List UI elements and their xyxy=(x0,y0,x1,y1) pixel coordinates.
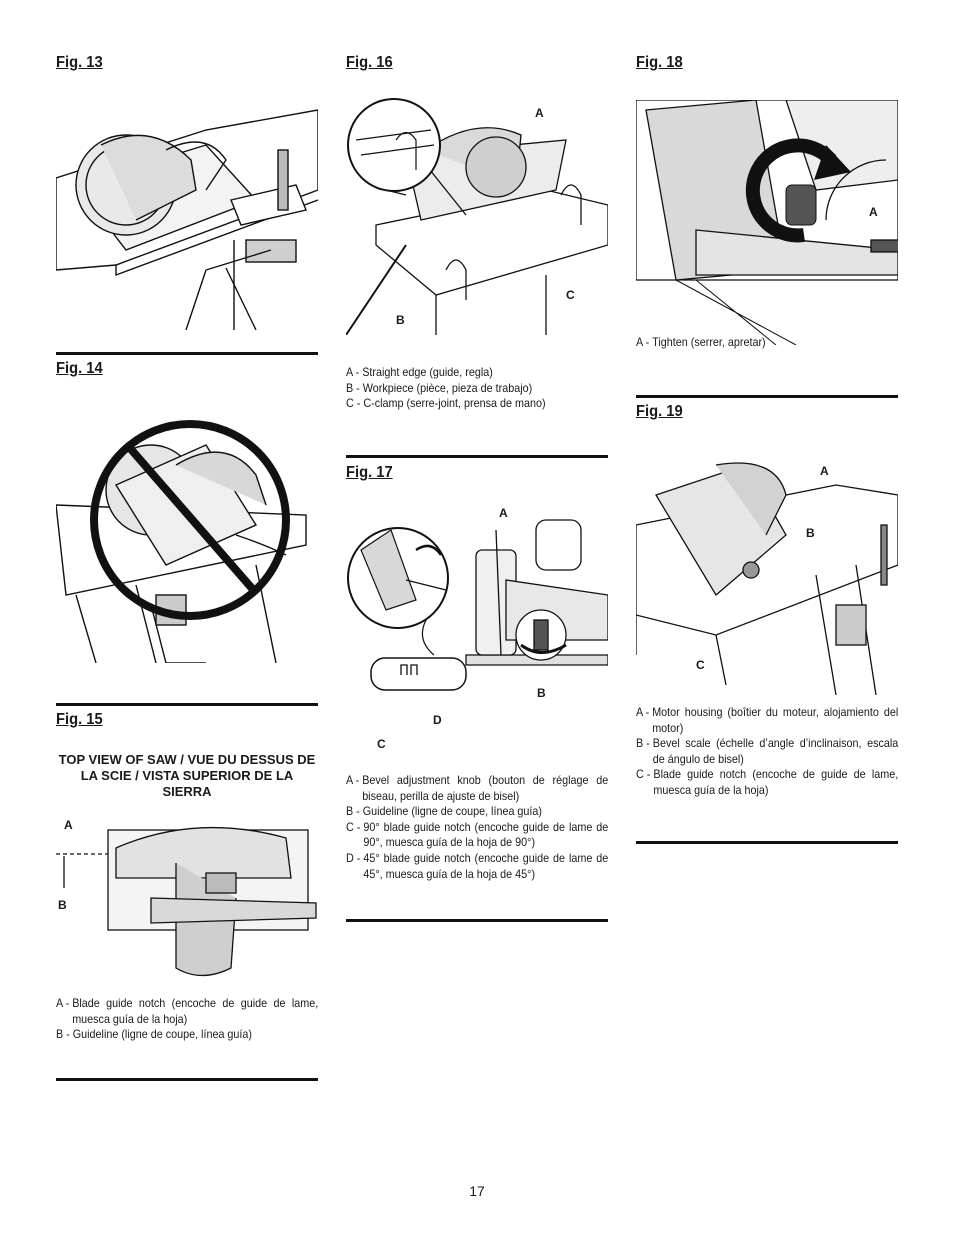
fig17-title: Fig. 17 xyxy=(346,464,393,481)
legend-key: C - xyxy=(346,820,364,834)
fig17-callout-a: A xyxy=(499,506,508,520)
legend-key: C - xyxy=(636,768,654,782)
legend-text: Blade guide notch (encoche de guide de l… xyxy=(653,768,899,797)
fig16-legend: A - Straight edge (guide, regla) B - Wor… xyxy=(346,365,608,412)
page-number: 17 xyxy=(469,1183,485,1199)
fig17-callout-b: B xyxy=(537,686,546,700)
legend-text: Guideline (ligne de coupe, línea guía) xyxy=(72,1028,253,1042)
legend-item: A - Bevel adjustment knob (bouton de rég… xyxy=(346,773,608,804)
legend-key: A - xyxy=(346,774,363,787)
legend-text: Tighten (serrer, apretar) xyxy=(652,336,766,349)
straight-edge-clamp-drawing xyxy=(346,98,608,335)
bevel-knob-guideline-drawing xyxy=(347,519,608,691)
legend-key: C - xyxy=(346,397,364,411)
legend-text: Blade guide notch (encoche de guide de l… xyxy=(72,997,319,1026)
fig17-legend: A - Bevel adjustment knob (bouton de rég… xyxy=(346,773,608,882)
fig18-callout-a: A xyxy=(869,205,878,219)
legend-key: A - xyxy=(346,366,363,379)
fig16-callout-a: A xyxy=(535,106,544,120)
legend-key: B - xyxy=(636,737,653,751)
legend-item: B - Workpiece (pièce, pieza de trabajo) xyxy=(346,381,608,397)
saw-blade-notch-drawing xyxy=(636,462,898,695)
legend-item: A - Motor housing (boîtier du moteur, al… xyxy=(636,705,898,736)
legend-item: A - Blade guide notch (encoche de guide … xyxy=(56,996,318,1027)
section-divider xyxy=(346,919,608,922)
legend-key: A - xyxy=(636,336,653,349)
fig19-illustration xyxy=(636,455,898,695)
legend-key: A - xyxy=(56,997,73,1010)
fig16-illustration xyxy=(346,95,608,335)
fig15-legend: A - Blade guide notch (encoche de guide … xyxy=(56,996,318,1043)
bevel-tighten-drawing xyxy=(636,100,898,345)
fig18-title: Fig. 18 xyxy=(636,54,683,71)
legend-key: B - xyxy=(56,1028,73,1042)
fig14-illustration xyxy=(56,395,318,663)
legend-text: C-clamp (serre-joint, prensa de mano) xyxy=(363,397,546,411)
legend-item: B - Guideline (ligne de coupe, línea guí… xyxy=(56,1027,318,1043)
legend-item: A - Straight edge (guide, regla) xyxy=(346,365,608,381)
fig16-title: Fig. 16 xyxy=(346,54,393,71)
legend-text: Guideline (ligne de coupe, línea guía) xyxy=(362,805,543,819)
fig19-title: Fig. 19 xyxy=(636,403,683,420)
fig15-callout-a: A xyxy=(64,818,73,832)
legend-text: Bevel scale (échelle d’angle d’inclinais… xyxy=(652,737,899,766)
fig15-callout-b: B xyxy=(58,898,67,912)
fig19-callout-c: C xyxy=(696,658,705,672)
legend-text: 90° blade guide notch (encoche guide de … xyxy=(363,820,609,850)
legend-text: 45° blade guide notch (encoche guide de … xyxy=(363,851,609,881)
fig18-illustration xyxy=(636,100,898,345)
fig16-callout-b: B xyxy=(396,313,405,327)
fig17-callout-d: D xyxy=(433,713,442,727)
section-divider xyxy=(56,703,318,706)
saw-on-sawhorse-drawing xyxy=(56,109,318,330)
fig15-caption: TOP VIEW OF SAW / VUE DU DESSUS DE LA SC… xyxy=(58,752,316,799)
legend-text: Straight edge (guide, regla) xyxy=(362,366,493,379)
legend-key: D - xyxy=(346,851,364,865)
legend-text: Motor housing (boîtier du moteur, alojam… xyxy=(652,706,899,735)
fig17-illustration xyxy=(346,510,608,720)
prohibited-hand-position-drawing xyxy=(56,420,307,663)
legend-item: B - Bevel scale (échelle d’angle d’incli… xyxy=(636,736,898,767)
fig18-legend: A - Tighten (serrer, apretar) xyxy=(636,335,898,351)
top-view-saw-drawing xyxy=(56,826,317,977)
legend-item: A - Tighten (serrer, apretar) xyxy=(636,335,898,351)
legend-item: C - C-clamp (serre-joint, prensa de mano… xyxy=(346,396,608,412)
fig13-title: Fig. 13 xyxy=(56,54,103,71)
legend-text: Workpiece (pièce, pieza de trabajo) xyxy=(362,381,533,395)
fig15-illustration xyxy=(56,818,318,988)
fig14-title: Fig. 14 xyxy=(56,360,103,377)
fig19-callout-b: B xyxy=(806,526,815,540)
section-divider xyxy=(56,1078,318,1081)
fig17-callout-c: C xyxy=(377,737,386,751)
legend-item: C - 90° blade guide notch (encoche guide… xyxy=(346,820,608,851)
legend-key: A - xyxy=(636,706,653,719)
section-divider xyxy=(636,841,898,844)
legend-key: B - xyxy=(346,805,363,819)
legend-key: B - xyxy=(346,381,363,395)
section-divider xyxy=(636,395,898,398)
fig19-legend: A - Motor housing (boîtier du moteur, al… xyxy=(636,705,898,799)
legend-item: D - 45° blade guide notch (encoche guide… xyxy=(346,851,608,882)
section-divider xyxy=(56,352,318,355)
legend-item: C - Blade guide notch (encoche de guide … xyxy=(636,767,898,798)
fig15-title: Fig. 15 xyxy=(56,711,103,728)
fig19-callout-a: A xyxy=(820,464,829,478)
section-divider xyxy=(346,455,608,458)
fig16-callout-c: C xyxy=(566,288,575,302)
legend-text: Bevel adjustment knob (bouton de réglage… xyxy=(362,774,609,803)
fig13-illustration xyxy=(56,90,318,330)
legend-item: B - Guideline (ligne de coupe, línea guí… xyxy=(346,804,608,820)
